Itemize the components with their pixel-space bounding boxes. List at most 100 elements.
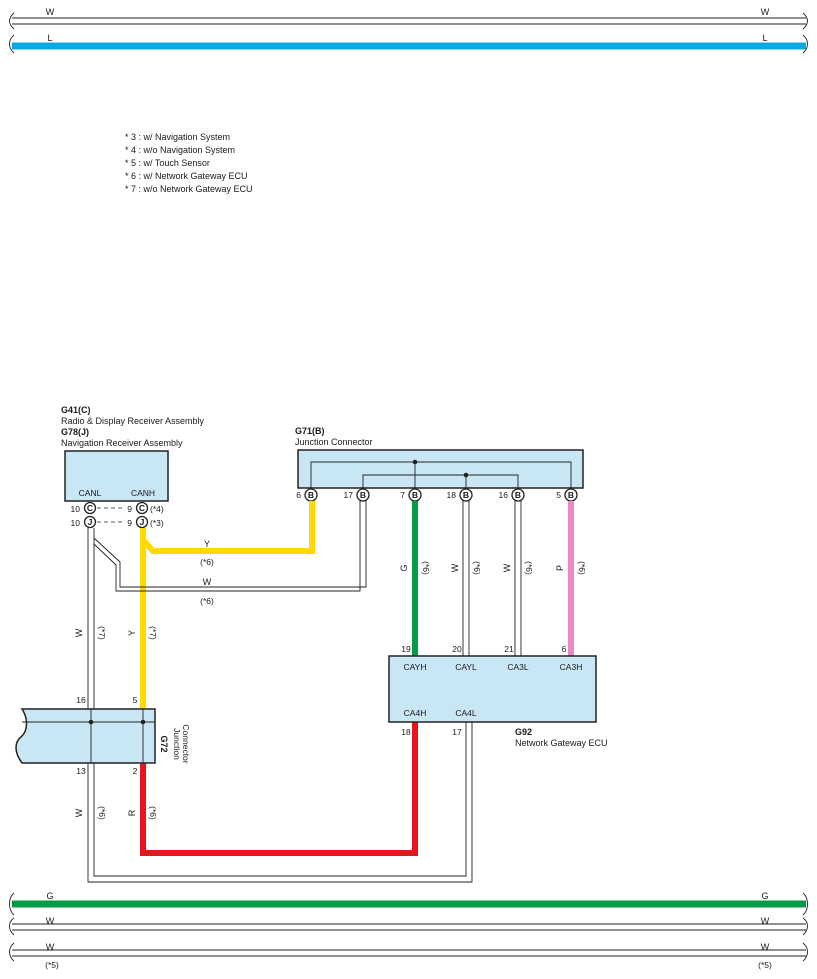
top-bus-blue-left-label: L [47, 33, 52, 43]
wire-yellow-upper [140, 501, 315, 554]
bottom-bus-white2-left-label: W [46, 942, 55, 952]
gateway-box [388, 655, 597, 723]
wire-w-upper-note: (*6) [200, 596, 214, 606]
junction-b-code: G71(B) [295, 426, 325, 436]
junction-b-pin-5-num: 5 [556, 490, 561, 500]
junction-b-pin-7-num: 7 [400, 490, 405, 500]
legend-item-5: * 5 : w/ Touch Sensor [125, 158, 210, 168]
gateway-pin-20: 20 [452, 644, 462, 654]
top-bus-white-left-label: W [46, 7, 55, 17]
radio-canh-label: CANH [131, 488, 155, 498]
g72-box [15, 708, 156, 764]
gateway-pin-18: 18 [401, 727, 411, 737]
legend: * 3 : w/ Navigation System * 4 : w/o Nav… [125, 132, 253, 194]
bottom-bus-green: G G [9, 891, 808, 916]
g72-pin-2: 2 [133, 766, 138, 776]
top-bus-blue-right-label: L [762, 33, 767, 43]
bottom-bus-white1-left-label: W [46, 916, 55, 926]
legend-item-4: * 4 : w/o Navigation System [125, 145, 235, 155]
junction-b-pin-18-num: 18 [447, 490, 457, 500]
wire-y-upper-label: Y [204, 539, 210, 549]
network-gateway-ecu: 19 CAYH 20 CAYL 21 CA3L 6 CA3H CA4H 18 C… [388, 644, 608, 748]
wire-white-vertical-left [87, 528, 95, 709]
junction-b-pin-6-num: 6 [296, 490, 301, 500]
gateway-ca4l: CA4L [455, 708, 477, 718]
radio-j-left-pin: 10 [71, 518, 81, 528]
bottom-bus-green-left-label: G [46, 891, 53, 901]
legend-item-6: * 6 : w/ Network Gateway ECU [125, 171, 248, 181]
radio-name: Radio & Display Receiver Assembly [61, 416, 205, 426]
junction-b-box [297, 449, 584, 489]
wire-w-upper-label: W [203, 577, 212, 587]
radio-c-right-letter: C [139, 503, 145, 513]
radio-c-left-letter: C [87, 503, 93, 513]
gateway-pin-19: 19 [401, 644, 411, 654]
wire-white-vertical-16 [514, 501, 522, 656]
g72-name2: Connector [181, 724, 191, 763]
junction-b-name: Junction Connector [295, 437, 373, 447]
gateway-pin-21: 21 [504, 644, 514, 654]
g72-pin-5: 5 [133, 695, 138, 705]
bottom-note-left: (*5) [45, 960, 59, 970]
junction-b-pin-16-num: 16 [499, 490, 509, 500]
junction-connector-g72: 16 5 13 2 G72 Junction Connector [15, 695, 191, 776]
radio-j-left-letter: J [88, 517, 93, 527]
wire-w-left-note: (*7) [97, 626, 107, 640]
top-bus-white-right-label: W [761, 7, 770, 17]
radio-c-note: (*4) [150, 504, 164, 514]
junction-connector-b: G71(B) Junction Connector 6 B 17 B 7 B 1… [295, 426, 584, 502]
top-bus-white: W W [9, 7, 808, 30]
nav-code: G78(J) [61, 427, 89, 437]
wire-w-lower-label: W [74, 808, 84, 817]
junction-b-pin-5-letter: B [568, 490, 574, 500]
wire-y-left-note: (*7) [148, 626, 158, 640]
g72-name1: Junction [172, 728, 182, 760]
radio-j-right-letter: J [140, 517, 145, 527]
bottom-bus-white-2: W W [9, 942, 808, 962]
gateway-pin-17: 17 [452, 727, 462, 737]
gateway-ca3l: CA3L [507, 662, 529, 672]
top-bus-blue: L L [9, 33, 808, 54]
wire-r-lower-label: R [127, 809, 137, 816]
wire-p-vert-label: P [555, 565, 565, 571]
wire-g-vert-note: (*6) [421, 561, 431, 575]
radio-code: G41(C) [61, 405, 91, 415]
radio-j-note: (*3) [150, 518, 164, 528]
gateway-cayl: CAYL [455, 662, 477, 672]
wire-y-left-label: Y [127, 630, 137, 636]
legend-item-7: * 7 : w/o Network Gateway ECU [125, 184, 253, 194]
wire-white-lower [87, 722, 473, 883]
gateway-ca4h: CA4H [404, 708, 427, 718]
bottom-bus-white1-right-label: W [761, 916, 770, 926]
gateway-ca3h: CA3H [560, 662, 583, 672]
wire-w-lower-note: (*6) [97, 806, 107, 820]
g72-pin-16: 16 [76, 695, 86, 705]
gateway-pin-6: 6 [562, 644, 567, 654]
g72-code: G72 [159, 735, 169, 752]
bottom-bus-green-right-label: G [761, 891, 768, 901]
gateway-name: Network Gateway ECU [515, 738, 608, 748]
wire-red-lower [140, 722, 418, 856]
junction-b-pin-17-num: 17 [344, 490, 354, 500]
radio-box [64, 450, 169, 502]
wire-p-vert-note: (*6) [577, 561, 587, 575]
radio-assembly: G41(C) Radio & Display Receiver Assembly… [61, 405, 205, 529]
bottom-note-right: (*5) [758, 960, 772, 970]
wire-w-left-label: W [74, 628, 84, 637]
wire-white-vertical-18 [462, 501, 470, 656]
gateway-code: G92 [515, 727, 532, 737]
radio-j-right-pin: 9 [127, 518, 132, 528]
wire-y-upper-note: (*6) [200, 557, 214, 567]
radio-canl-label: CANL [79, 488, 102, 498]
junction-b-pin-18-letter: B [463, 490, 469, 500]
wire-w-vert2-label: W [502, 563, 512, 572]
junction-b-pin-7-letter: B [412, 490, 418, 500]
wire-r-lower-note: (*6) [148, 806, 158, 820]
gateway-cayh: CAYH [404, 662, 427, 672]
bottom-bus-white-1: W W [9, 916, 808, 936]
g72-pin-13: 13 [76, 766, 86, 776]
bottom-bus-white2-right-label: W [761, 942, 770, 952]
junction-b-pin-17-letter: B [360, 490, 366, 500]
radio-c-left-pin: 10 [71, 504, 81, 514]
